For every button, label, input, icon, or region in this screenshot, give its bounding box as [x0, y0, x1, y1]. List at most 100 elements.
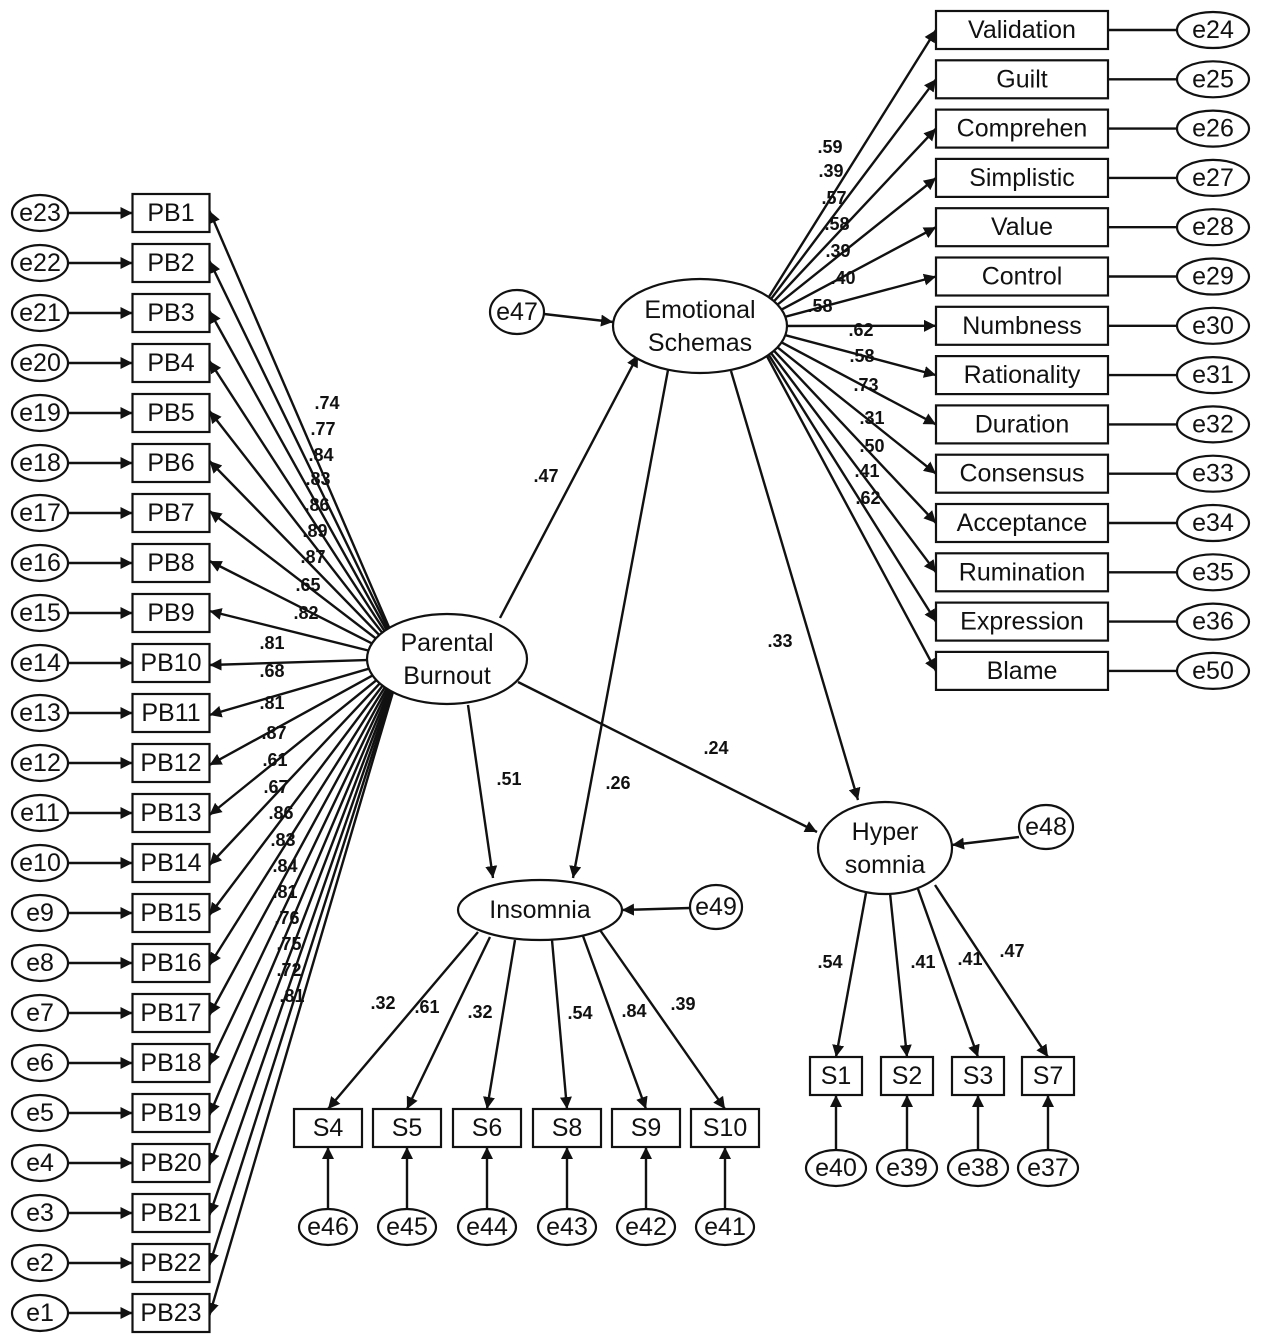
error-label-e34: e34 [1192, 509, 1234, 537]
disturbance-ellipse-e47 [488, 288, 546, 336]
error-label-e5: e5 [26, 1099, 54, 1127]
indicator-label-PB18: PB18 [140, 1049, 201, 1077]
indicator-label-Validation: Validation [968, 16, 1076, 44]
path-pb-hyp [517, 680, 818, 834]
loading-PB16 [208, 670, 397, 966]
coef-PB14: .61 [262, 750, 287, 770]
path-es-hyp [729, 370, 861, 801]
coef-S5: .61 [414, 997, 439, 1017]
error-label-e33: e33 [1192, 460, 1234, 488]
error-label-e13: e13 [19, 699, 61, 727]
error-label-e28: e28 [1192, 213, 1234, 241]
coef-S9: .84 [621, 1001, 646, 1021]
coef-Numbness: .58 [807, 296, 832, 316]
error-ellipse-e23 [10, 193, 70, 233]
indicator-box-PB4 [131, 342, 211, 384]
error-ellipse-e5 [10, 1093, 70, 1133]
disturbance-ellipse-e48 [1017, 803, 1075, 851]
error-ellipse-e17 [10, 493, 70, 533]
error-ellipse-e42 [615, 1207, 677, 1247]
indicator-box-S10 [689, 1107, 761, 1149]
error-label-e40: e40 [815, 1154, 857, 1182]
loading-PB11 [209, 660, 396, 718]
indicator-label-PB5: PB5 [147, 399, 194, 427]
indicator-label-PB3: PB3 [147, 299, 194, 327]
loading-PB1 [208, 210, 397, 642]
indicator-label-PB1: PB1 [147, 199, 194, 227]
indicator-box-S9 [610, 1107, 682, 1149]
error-ellipse-e27 [1175, 158, 1251, 197]
error-ellipse-e6 [10, 1043, 70, 1083]
indicator-label-PB19: PB19 [140, 1099, 201, 1127]
loading-S7 [933, 884, 1050, 1058]
indicator-box-PB8 [131, 542, 211, 584]
indicator-label-Blame: Blame [987, 657, 1058, 685]
path-pb-ins [466, 704, 498, 879]
indicator-label-PB9: PB9 [147, 599, 194, 627]
coef-Rationality: .62 [848, 320, 873, 340]
coef-PB8: .65 [295, 575, 320, 595]
error-ellipse-e18 [10, 443, 70, 483]
coef-PB23: .81 [279, 986, 304, 1006]
loading-S10 [599, 929, 726, 1110]
indicator-box-Duration [934, 404, 1110, 445]
coef-PB16: .86 [268, 803, 293, 823]
error-label-e26: e26 [1192, 115, 1234, 143]
indicator-box-PB1 [131, 192, 211, 234]
indicator-label-PB16: PB16 [140, 949, 201, 977]
error-label-e2: e2 [26, 1249, 54, 1277]
loading-PB12 [208, 662, 396, 767]
coef-path-pb-ins: .51 [496, 769, 521, 789]
error-label-e50: e50 [1192, 657, 1234, 685]
loading-S3 [916, 888, 980, 1058]
loading-S1 [832, 892, 868, 1058]
coef-PB7: .87 [300, 547, 325, 567]
coefficient-labels: PB1e23.74PB2e22.77PB3e21.84PB4e20.83PB5e… [19, 16, 1234, 1327]
loading-PB17 [208, 672, 397, 1016]
indicator-label-PB13: PB13 [140, 799, 201, 827]
coef-Blame: .62 [855, 488, 880, 508]
error-ellipse-e35 [1175, 553, 1251, 592]
coef-PB10: .81 [259, 633, 284, 653]
coef-S10: .39 [670, 994, 695, 1014]
latent-parental-burnout [365, 612, 529, 706]
indicator-box-Rumination [934, 552, 1110, 593]
error-ellipse-e24 [1175, 10, 1251, 50]
loading-PB23 [207, 684, 397, 1316]
loading-PB10 [209, 657, 396, 671]
disturbance-label-e49: e49 [695, 893, 737, 921]
error-label-e42: e42 [625, 1213, 667, 1241]
error-ellipse-e39 [875, 1148, 939, 1188]
indicator-box-S8 [531, 1107, 603, 1149]
indicator-box-S2 [879, 1055, 935, 1097]
error-label-e22: e22 [19, 249, 61, 277]
coef-Value: .39 [825, 241, 850, 261]
coef-PB15: .67 [263, 777, 288, 797]
latent-label-schemas: Schemas [648, 329, 752, 357]
indicator-label-S6: S6 [472, 1114, 503, 1142]
coef-path-es-hyp: .33 [767, 631, 792, 651]
coef-S2: .41 [910, 952, 935, 972]
loading-PB3 [208, 310, 397, 646]
error-ellipse-e37 [1016, 1148, 1080, 1188]
path-pb-es [498, 354, 640, 619]
error-ellipse-e16 [10, 543, 70, 583]
error-label-e16: e16 [19, 549, 61, 577]
indicator-box-S7 [1020, 1055, 1076, 1097]
indicator-box-PB19 [131, 1092, 211, 1134]
indicator-box-PB2 [131, 242, 211, 284]
indicator-box-Expression [934, 601, 1110, 642]
error-label-e4: e4 [26, 1149, 54, 1177]
error-label-e18: e18 [19, 449, 61, 477]
disturbance-label-e47: e47 [496, 298, 538, 326]
error-ellipse-e13 [10, 693, 70, 733]
error-ellipse-e31 [1175, 356, 1251, 395]
indicator-box-PB10 [131, 642, 211, 684]
indicator-label-PB15: PB15 [140, 899, 201, 927]
coef-PB18: .84 [272, 856, 297, 876]
disturbance-arrow-e47 [543, 312, 614, 327]
indicator-box-PB16 [131, 942, 211, 984]
latent-label-insomnia: Insomnia [489, 896, 591, 924]
